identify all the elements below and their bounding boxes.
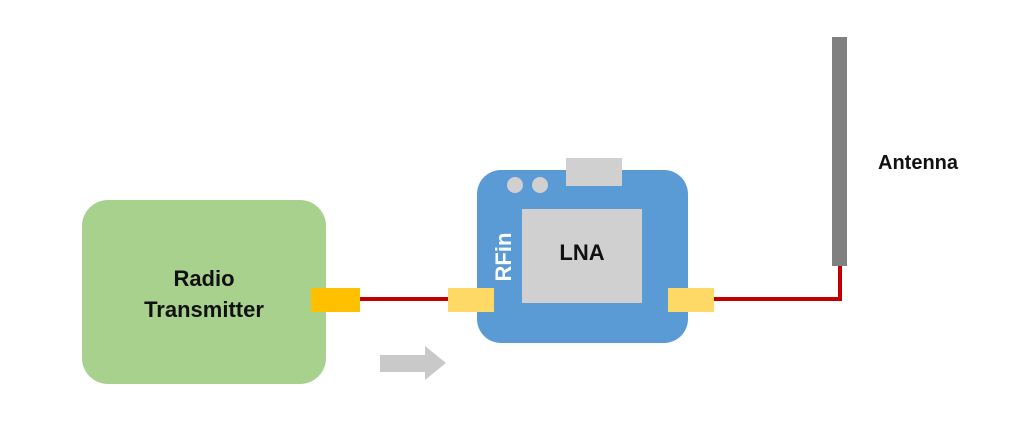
board-header-connector [566, 158, 622, 186]
transmitter-label: Radio Transmitter [82, 263, 326, 325]
radio-transmitter-block: Radio Transmitter [82, 200, 326, 384]
lna-input-connector [448, 288, 494, 312]
antenna-label: Antenna [878, 152, 958, 174]
board-led-1 [507, 177, 523, 193]
transmitter-label-line2: Transmitter [144, 297, 264, 322]
lna-chip: LNA [522, 209, 642, 303]
cable-lna-to-antenna [714, 265, 842, 301]
lna-output-connector [668, 288, 714, 312]
right-arrow-icon [380, 346, 446, 380]
transmitter-output-connector [311, 288, 360, 312]
lna-board: LNA RFin [477, 158, 688, 343]
transmitter-label-line1: Radio [173, 266, 235, 291]
antenna-rod [832, 37, 847, 266]
lna-chip-label: LNA [559, 240, 605, 265]
board-led-2 [532, 177, 548, 193]
